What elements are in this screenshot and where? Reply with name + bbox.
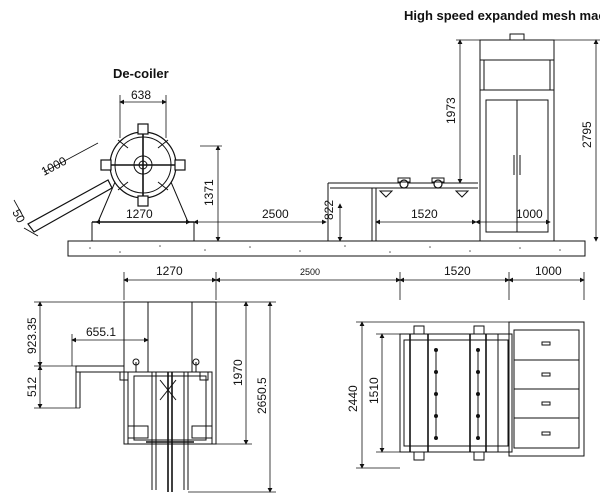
dim-2500-side-group: 2500 (193, 207, 327, 225)
dim-1973: 1973 (444, 97, 458, 124)
dim-1270-side: 1270 (126, 207, 153, 221)
feeder-dimensions: 2440 1510 (346, 321, 509, 469)
dim-2440: 2440 (346, 385, 360, 412)
dim-1000-arm: 1000 (39, 154, 69, 179)
feeding-table-side: 822 1520 (322, 177, 478, 242)
feeder-top-view (399, 325, 513, 461)
main-machine-top-view (508, 321, 585, 457)
dim-1000-side: 1000 (516, 207, 543, 221)
decoiler-front-view (75, 301, 217, 492)
dim-1371: 1371 (202, 179, 216, 206)
dim-2650-5: 2650.5 (255, 377, 269, 414)
top-view-horizontal-dimensions: 1270 2500 1520 1000 (123, 264, 585, 300)
dim-512: 512 (25, 377, 39, 397)
dim-1000-top: 1000 (535, 264, 562, 278)
dim-50: 50 (9, 207, 28, 226)
dim-2500-side: 2500 (262, 207, 289, 221)
drawing-title: High speed expanded mesh machine (404, 8, 600, 23)
dim-2795: 2795 (580, 121, 594, 148)
dim-1270-top: 1270 (156, 264, 183, 278)
dim-638: 638 (131, 88, 151, 102)
decoiler-dimensions: 638 1000 50 1270 1371 (9, 88, 222, 242)
dim-1970: 1970 (231, 359, 245, 386)
dim-1520-top: 1520 (444, 264, 471, 278)
dim-655-1: 655.1 (86, 325, 116, 339)
floor-slab (67, 240, 586, 257)
dim-2500-top: 2500 (300, 267, 320, 277)
dim-822: 822 (322, 200, 336, 220)
decoiler-side-view (23, 123, 195, 241)
decoiler-label: De-coiler (113, 66, 169, 81)
dim-923-35: 923.35 (25, 317, 39, 354)
decoiler-front-dimensions: 923.35 512 655.1 1970 2650.5 (25, 301, 276, 493)
dim-1520-side: 1520 (411, 207, 438, 221)
main-machine-side: 1000 1973 2795 (444, 33, 600, 242)
dim-1510: 1510 (367, 377, 381, 404)
